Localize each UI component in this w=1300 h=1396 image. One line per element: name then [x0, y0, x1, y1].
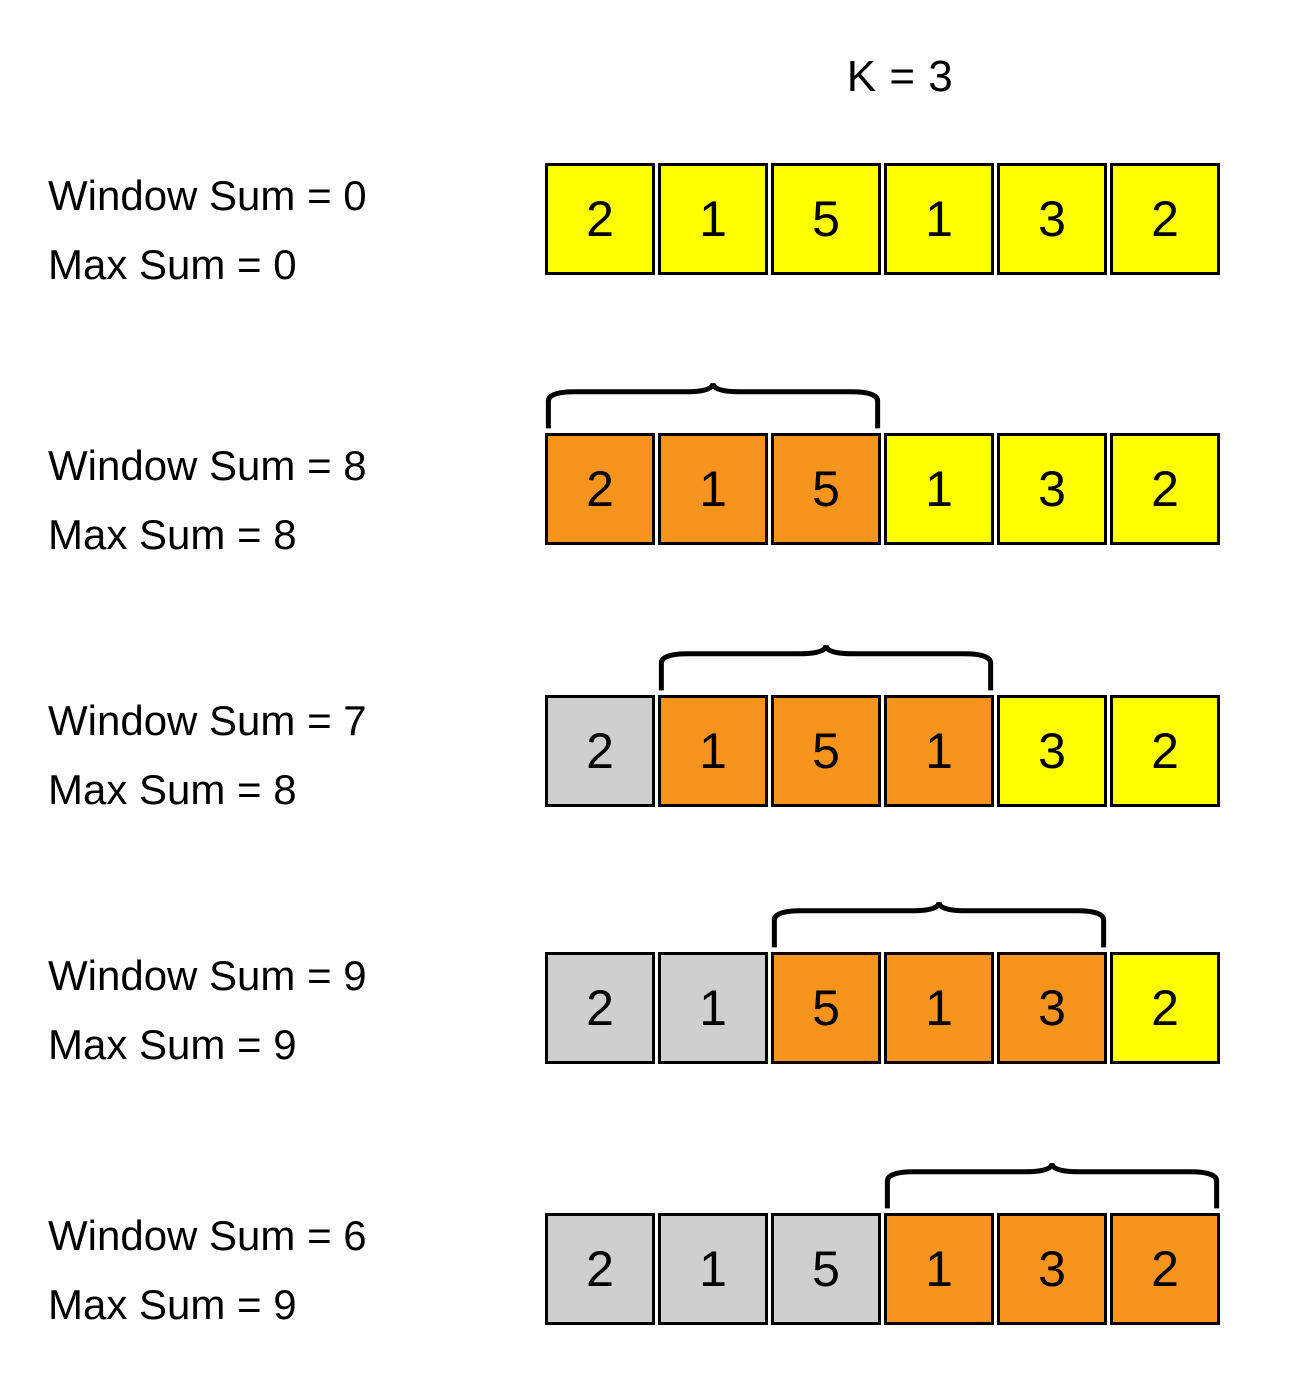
array-cell[interactable]: 1	[884, 433, 994, 545]
array-cell[interactable]: 2	[1110, 433, 1220, 545]
max-sum-label: Max Sum = 0	[48, 241, 297, 288]
window-brace	[771, 886, 1107, 948]
max-sum-label: Max Sum = 8	[48, 766, 297, 813]
step-labels: Window Sum = 9 Max Sum = 9	[48, 955, 518, 1066]
array-cell[interactable]: 2	[1110, 695, 1220, 807]
array-cell[interactable]: 5	[771, 695, 881, 807]
window-brace	[545, 367, 881, 429]
array-cell[interactable]: 5	[771, 1213, 881, 1325]
array-cell[interactable]: 1	[884, 952, 994, 1064]
array-cell[interactable]: 3	[997, 433, 1107, 545]
window-brace	[658, 629, 994, 691]
window-sum-label: Window Sum = 7	[48, 697, 367, 744]
array-cell[interactable]: 5	[771, 433, 881, 545]
window-sum-label: Window Sum = 8	[48, 442, 367, 489]
array-cell[interactable]: 2	[1110, 1213, 1220, 1325]
array-cell[interactable]: 3	[997, 163, 1107, 275]
window-sum-label: Window Sum = 9	[48, 952, 367, 999]
array-cell[interactable]: 5	[771, 163, 881, 275]
array-cell[interactable]: 2	[545, 695, 655, 807]
array-cell[interactable]: 2	[545, 163, 655, 275]
array-cell[interactable]: 1	[658, 695, 768, 807]
array-cell[interactable]: 2	[1110, 952, 1220, 1064]
array-cell[interactable]: 5	[771, 952, 881, 1064]
step-labels: Window Sum = 0 Max Sum = 0	[48, 175, 518, 286]
window-brace	[884, 1147, 1220, 1209]
array-cell[interactable]: 1	[658, 163, 768, 275]
max-sum-label: Max Sum = 9	[48, 1021, 297, 1068]
array-cell[interactable]: 1	[884, 695, 994, 807]
array-cell[interactable]: 1	[658, 952, 768, 1064]
array-cell[interactable]: 2	[545, 433, 655, 545]
array-cell[interactable]: 1	[658, 433, 768, 545]
page-title: K = 3	[846, 52, 954, 101]
step-labels: Window Sum = 7 Max Sum = 8	[48, 700, 518, 811]
max-sum-label: Max Sum = 9	[48, 1281, 297, 1328]
array-cell[interactable]: 2	[1110, 163, 1220, 275]
array-cell[interactable]: 1	[884, 1213, 994, 1325]
window-sum-label: Window Sum = 6	[48, 1212, 367, 1259]
step-labels: Window Sum = 6 Max Sum = 9	[48, 1215, 518, 1326]
array-cell[interactable]: 3	[997, 1213, 1107, 1325]
array-cell[interactable]: 1	[884, 163, 994, 275]
array-cell[interactable]: 2	[545, 952, 655, 1064]
array-cell[interactable]: 2	[545, 1213, 655, 1325]
array-cell[interactable]: 3	[997, 952, 1107, 1064]
window-sum-label: Window Sum = 0	[48, 172, 367, 219]
array-cell[interactable]: 3	[997, 695, 1107, 807]
step-labels: Window Sum = 8 Max Sum = 8	[48, 445, 518, 556]
max-sum-label: Max Sum = 8	[48, 511, 297, 558]
array-cell[interactable]: 1	[658, 1213, 768, 1325]
